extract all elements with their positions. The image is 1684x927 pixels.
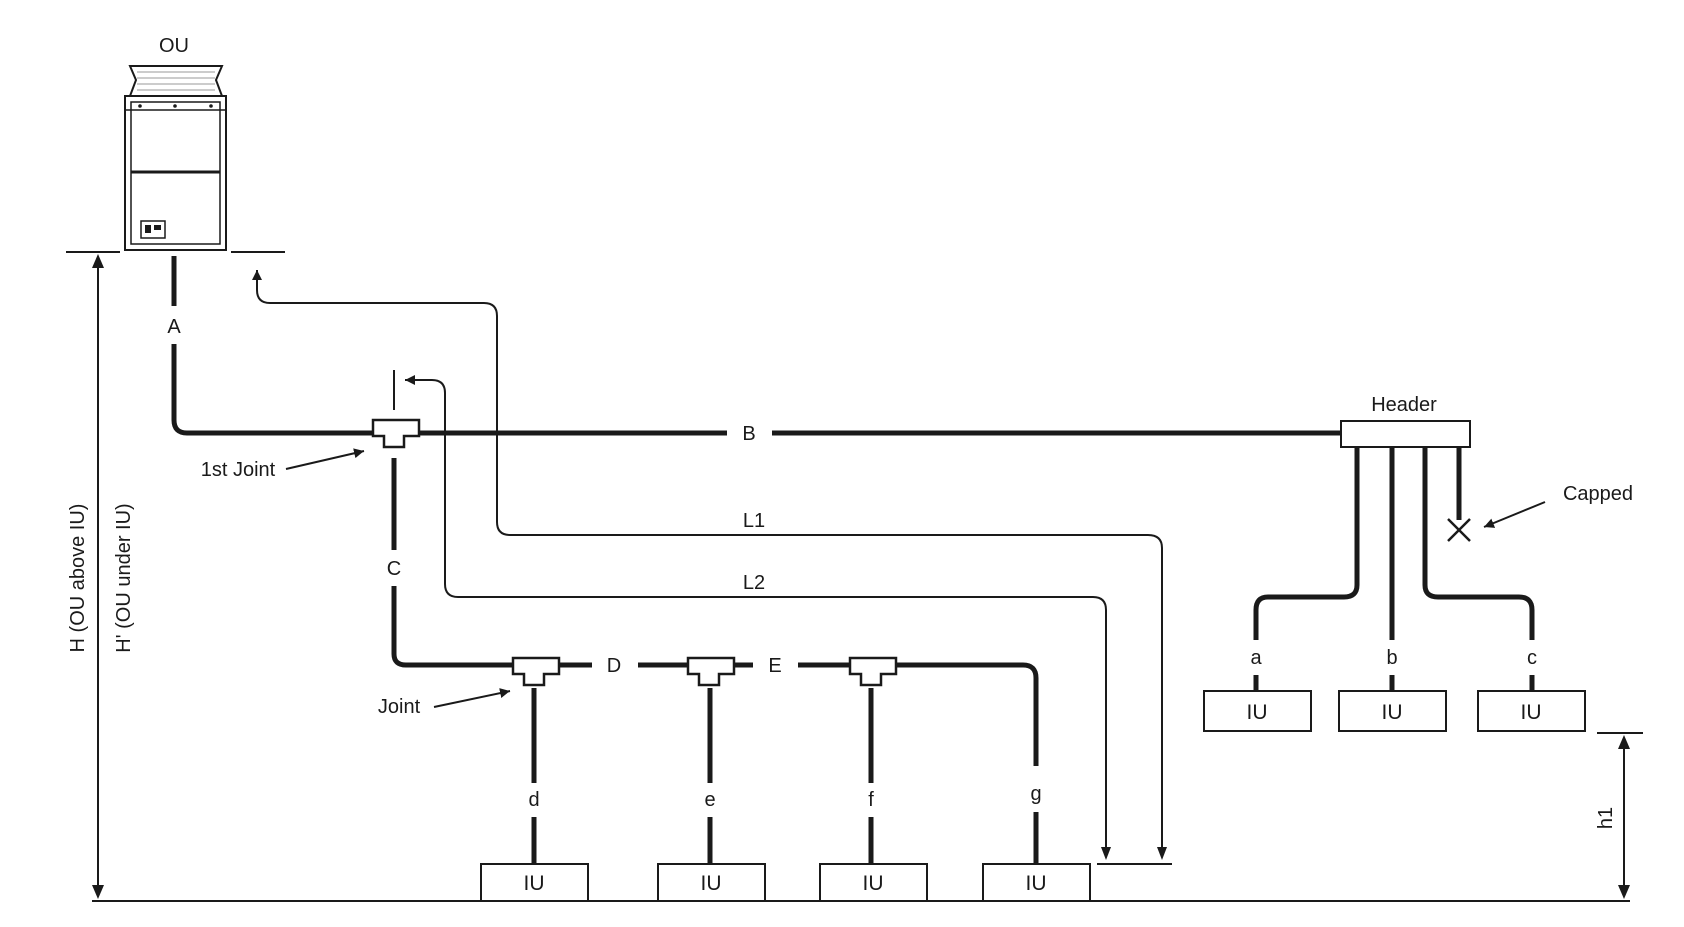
height-under-label: H' (OU under IU)	[113, 503, 135, 652]
pipe-label-B: B	[742, 423, 755, 445]
iu-label: IU	[1026, 872, 1047, 895]
pipe-label-C: C	[387, 558, 401, 580]
indoor-unit-e: IU	[657, 863, 766, 902]
length-L2-label: L2	[743, 572, 765, 594]
h1-label: h1	[1595, 807, 1617, 829]
indoor-unit-d: IU	[480, 863, 589, 902]
first-joint	[371, 418, 421, 449]
iu-label: IU	[863, 872, 884, 895]
joint-leader	[433, 688, 511, 708]
iu-label: IU	[1247, 701, 1268, 724]
first-joint-leader	[285, 448, 365, 470]
joint-label: Joint	[378, 696, 421, 718]
indoor-unit-c: IU	[1477, 690, 1586, 732]
header-block	[1340, 420, 1471, 448]
pipe-label-b: b	[1386, 647, 1397, 669]
pipe-A-lower	[171, 344, 380, 436]
capped-label: Capped	[1563, 483, 1633, 505]
joint-1	[511, 656, 561, 687]
length-L1-label: L1	[743, 510, 765, 532]
ou-label: OU	[159, 35, 189, 57]
iu-label: IU	[524, 872, 545, 895]
header-label: Header	[1371, 394, 1437, 416]
first-joint-label: 1st Joint	[201, 459, 276, 481]
pipe-end-to-g	[893, 662, 1039, 766]
joint-3	[848, 656, 898, 687]
pipe-label-e: e	[704, 789, 715, 811]
pipe-label-c: c	[1527, 647, 1537, 669]
indoor-unit-b: IU	[1338, 690, 1447, 732]
pipe-label-A: A	[167, 316, 181, 338]
length-L1-line	[252, 270, 1163, 851]
iu-label: IU	[1382, 701, 1403, 724]
pipe-label-E: E	[768, 655, 781, 677]
pipe-a-upper	[1253, 447, 1360, 640]
indoor-unit-g: IU	[982, 863, 1091, 902]
indoor-unit-a: IU	[1203, 690, 1312, 732]
pipe-label-D: D	[607, 655, 621, 677]
joint-2	[686, 656, 736, 687]
iu-label: IU	[701, 872, 722, 895]
pipe-c-upper	[1422, 447, 1535, 640]
height-above-label: H (OU above IU)	[67, 504, 89, 653]
pipe-label-f: f	[868, 789, 874, 811]
pipe-label-g: g	[1030, 783, 1041, 805]
outdoor-unit: OU	[124, 35, 227, 251]
iu-label: IU	[1521, 701, 1542, 724]
length-L2-line	[405, 375, 1107, 851]
pipe-label-d: d	[528, 789, 539, 811]
pipe-label-a: a	[1250, 647, 1262, 669]
pipe-C-lower	[391, 586, 516, 668]
capped-leader	[1483, 501, 1546, 528]
indoor-unit-f: IU	[819, 863, 928, 902]
